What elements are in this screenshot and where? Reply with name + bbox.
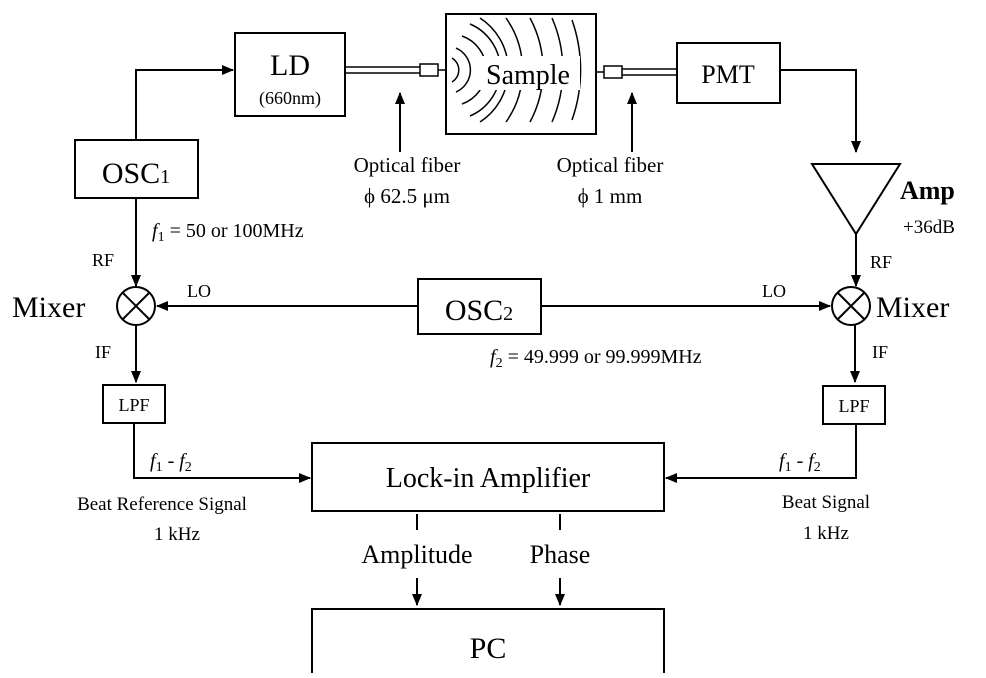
osc2-label: OSC: [445, 294, 503, 327]
mixer-left-label: Mixer: [12, 291, 85, 324]
lockin-block: Lock-in Amplifier: [311, 442, 665, 512]
mixer-right: [831, 286, 871, 326]
lpf-right-label: LPF: [838, 396, 869, 416]
if-port-left: IF: [95, 342, 111, 362]
ld-wavelength: (660nm): [259, 88, 321, 109]
pc-label: PC: [470, 632, 507, 665]
lpf-left-block: LPF: [102, 384, 166, 424]
f1-label: f1 = 50 or 100MHz: [152, 220, 304, 245]
if-port-right: IF: [872, 342, 888, 362]
amp-gain: +36dB: [903, 217, 955, 238]
svg-text:OSC1: OSC1: [102, 157, 170, 190]
beat-signal-label: Beat Signal: [782, 492, 870, 513]
pmt-label: PMT: [701, 60, 755, 89]
amp-label: Amp: [900, 176, 955, 205]
pc-block: PC: [311, 608, 665, 673]
mixer-right-label: Mixer: [876, 291, 949, 324]
rf-port-right: RF: [870, 252, 892, 272]
lpf-left-label: LPF: [118, 395, 149, 415]
lockin-label: Lock-in Amplifier: [386, 463, 591, 494]
beat-signal-freq: 1 kHz: [803, 523, 849, 544]
beat-reference-signal-label: Beat Reference Signal: [77, 494, 247, 515]
wire-pmt-to-amp: [780, 69, 861, 153]
svg-text:OSC2: OSC2: [445, 294, 513, 327]
phase-label: Phase: [530, 540, 591, 569]
osc1-block: OSC1: [74, 139, 199, 199]
wire-osc1-to-ld: [135, 65, 234, 140]
ld-block: LD (660nm): [234, 32, 346, 117]
fiber-right-label: Optical fiber: [557, 153, 664, 177]
osc2-subscript: 2: [503, 303, 513, 325]
lo-port-left: LO: [187, 281, 211, 301]
sample-label: Sample: [486, 60, 570, 91]
lpf-right-block: LPF: [822, 385, 886, 425]
osc1-subscript: 1: [160, 166, 170, 188]
amplitude-label: Amplitude: [361, 540, 472, 569]
beat-reference-signal-freq: 1 kHz: [154, 524, 200, 545]
wire-right-lpf-to-lockin: [665, 424, 857, 483]
f2-label: f2 = 49.999 or 99.999MHz: [490, 346, 702, 371]
fiber-left-diameter: ϕ 62.5 μm: [364, 184, 450, 208]
rf-port-left: RF: [92, 250, 114, 270]
pmt-block: PMT: [676, 42, 781, 104]
osc2-block: OSC2: [417, 278, 542, 335]
wire-left-lpf-to-lockin: [133, 423, 311, 483]
beat-freq-right: f1 - f2: [779, 450, 821, 475]
osc1-label: OSC: [102, 157, 160, 190]
lo-port-right: LO: [762, 281, 786, 301]
sample-block: Sample: [445, 13, 597, 135]
fiber-right-diameter: ϕ 1 mm: [578, 184, 643, 208]
fiber-left-label: Optical fiber: [354, 153, 461, 177]
beat-freq-left: f1 - f2: [150, 450, 192, 475]
optical-fiber-right: [596, 65, 677, 79]
optical-fiber-left: [345, 63, 446, 77]
amp-block: [810, 163, 902, 236]
mixer-left: [116, 286, 156, 326]
ld-label: LD: [270, 49, 310, 82]
